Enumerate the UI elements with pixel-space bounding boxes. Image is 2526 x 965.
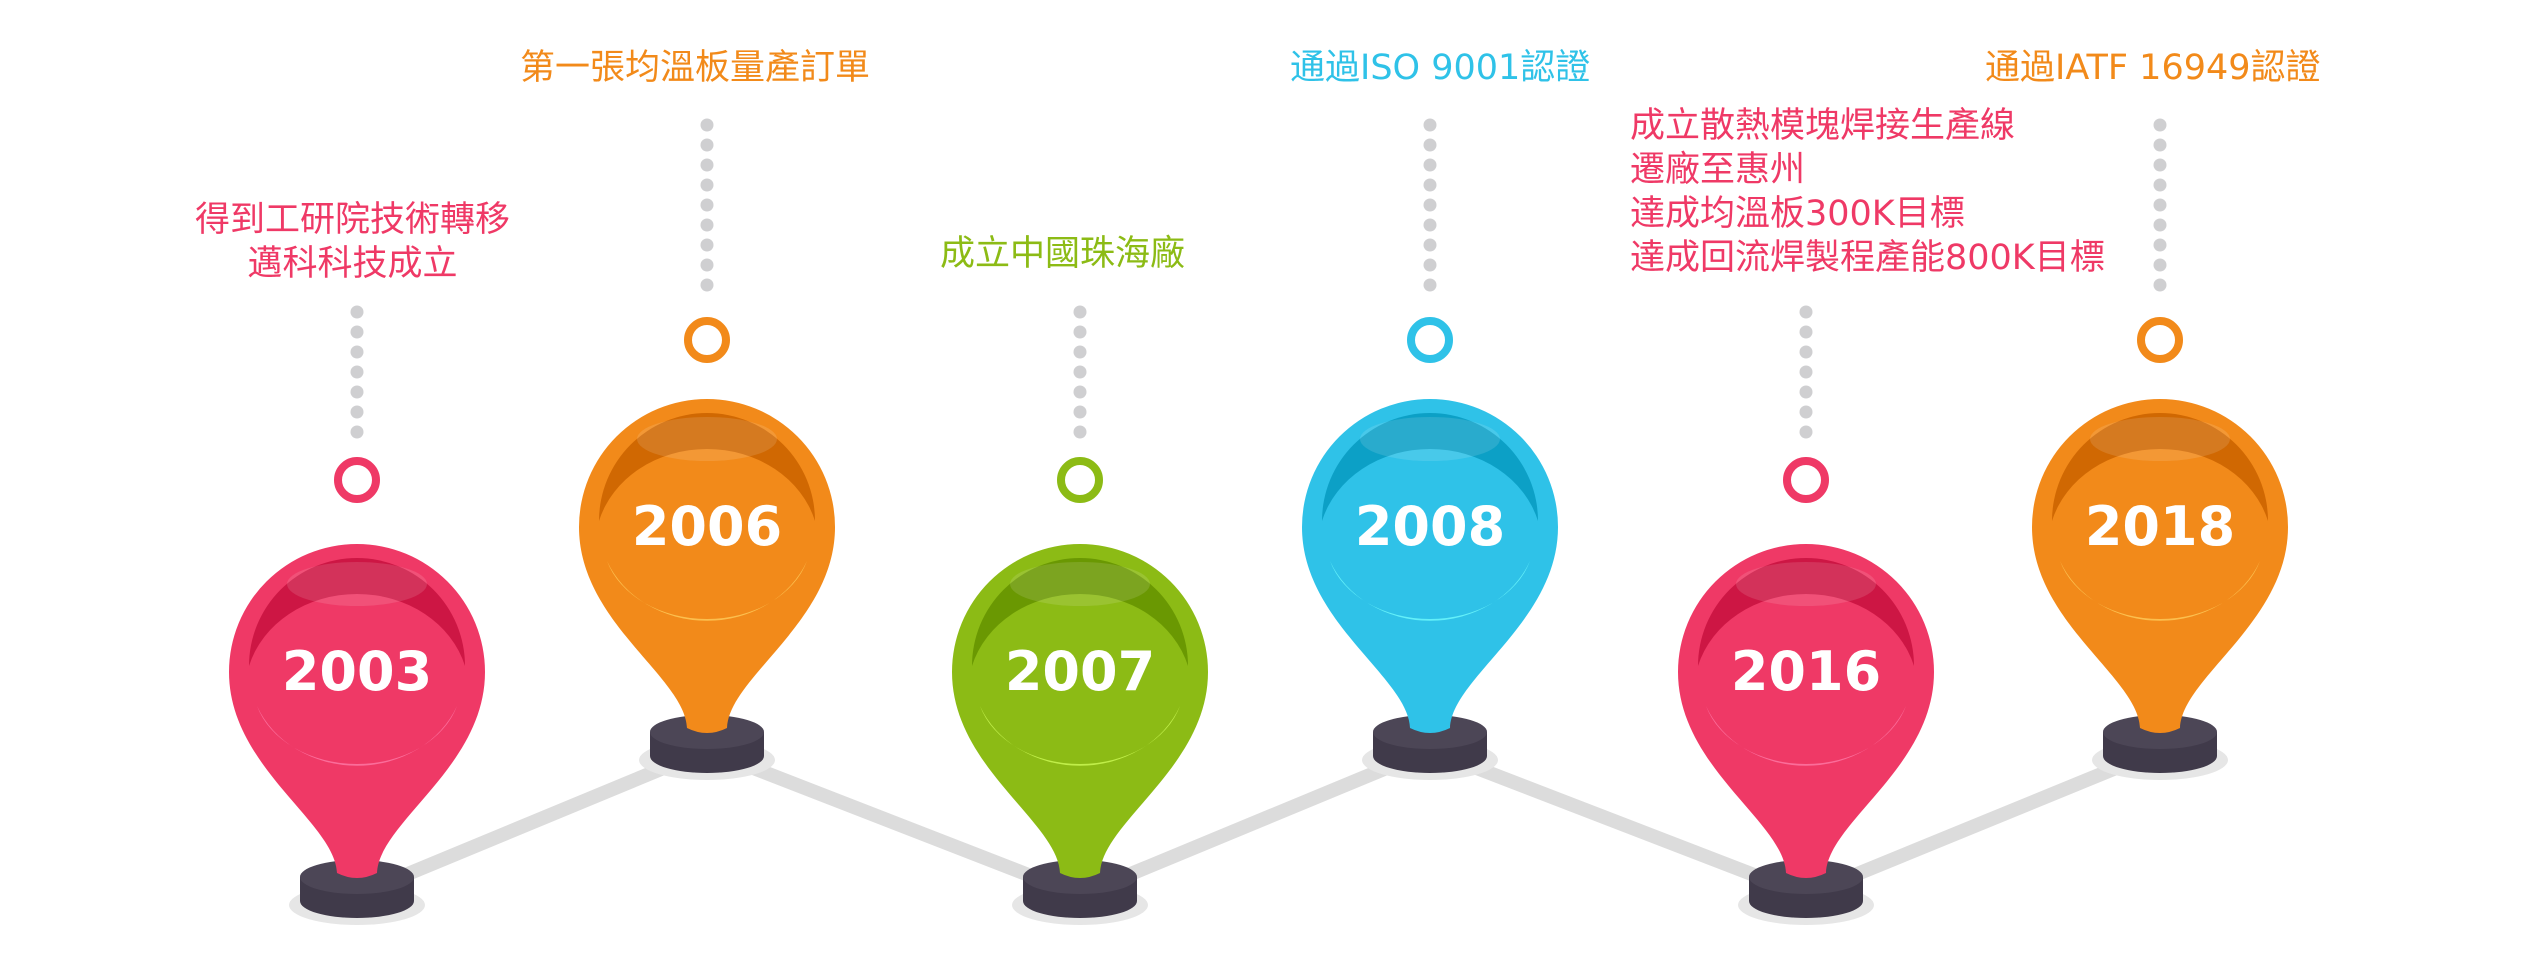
pin-gloss xyxy=(2090,417,2230,461)
year-label: 2016 xyxy=(1731,640,1881,703)
dotted-connector xyxy=(2153,118,2167,292)
milestone-2016-description: 成立散熱模塊焊接生產線 遷廠至惠州 達成均溫板300K目標 達成回流焊製程產能8… xyxy=(1630,104,2105,280)
milestone-2006-description: 第一張均溫板量產訂單 xyxy=(520,46,870,90)
dotted-connector xyxy=(1073,305,1087,439)
year-label: 2008 xyxy=(1355,495,1505,558)
dotted-connector xyxy=(700,118,714,292)
map-pin xyxy=(229,544,485,878)
pin-gloss xyxy=(287,562,427,606)
milestone-2008-description: 通過ISO 9001認證 xyxy=(1290,46,1590,90)
dotted-connector xyxy=(350,305,364,439)
milestone-2018-description: 通過IATF 16949認證 xyxy=(1985,46,2321,90)
year-label: 2007 xyxy=(1005,640,1155,703)
pin-shadow-arc xyxy=(249,558,465,666)
milestone-2008: 2008 xyxy=(1302,118,1558,780)
milestone-2003: 2003 xyxy=(229,305,485,925)
pin-shadow-arc xyxy=(2052,413,2268,521)
description-line: 成立散熱模塊焊接生產線 xyxy=(1630,106,2016,146)
milestone-2007: 2007 xyxy=(952,305,1208,925)
milestone-2007-description: 成立中國珠海廠 xyxy=(940,232,1185,276)
map-pin xyxy=(2032,399,2288,733)
ring-marker xyxy=(334,457,380,503)
milestone-2016: 2016 xyxy=(1678,305,1934,925)
pin-gloss xyxy=(1736,562,1876,606)
description-line: 成立中國珠海廠 xyxy=(940,234,1186,274)
dotted-connector xyxy=(1423,118,1437,292)
milestone-2018: 2018 xyxy=(2032,118,2288,780)
milestone-2006: 2006 xyxy=(579,118,835,780)
year-label: 2006 xyxy=(632,495,782,558)
map-pin xyxy=(1302,399,1558,733)
ring-marker xyxy=(1407,317,1453,363)
ring-marker xyxy=(1783,457,1829,503)
map-pin xyxy=(579,399,835,733)
ring-marker xyxy=(1057,457,1103,503)
map-pin xyxy=(952,544,1208,878)
pin-shadow-arc xyxy=(1698,558,1914,666)
description-line: 第一張均溫板量產訂單 xyxy=(520,48,871,88)
year-label: 2003 xyxy=(282,640,432,703)
milestone-2003-description: 得到工研院技術轉移 邁科科技成立 xyxy=(195,198,510,286)
map-pin xyxy=(1678,544,1934,878)
description-line: 通過ISO 9001認證 xyxy=(1290,48,1591,88)
description-line: 邁科科技成立 xyxy=(247,244,458,284)
pin-shadow-arc xyxy=(599,413,815,521)
pin-shadow-arc xyxy=(972,558,1188,666)
ring-marker xyxy=(684,317,730,363)
dotted-connector xyxy=(1799,305,1813,439)
pin-gloss xyxy=(1010,562,1150,606)
pin-gloss xyxy=(1360,417,1500,461)
description-line: 得到工研院技術轉移 xyxy=(195,200,511,240)
description-line: 通過IATF 16949認證 xyxy=(1985,48,2321,88)
year-label: 2018 xyxy=(2085,495,2235,558)
pin-gloss xyxy=(637,417,777,461)
description-line: 達成均溫板300K目標 xyxy=(1630,194,1965,234)
description-line: 達成回流焊製程產能800K目標 xyxy=(1630,238,2105,278)
pin-shadow-arc xyxy=(1322,413,1538,521)
ring-marker xyxy=(2137,317,2183,363)
timeline-track xyxy=(350,743,2167,902)
description-line: 遷廠至惠州 xyxy=(1630,150,1806,190)
